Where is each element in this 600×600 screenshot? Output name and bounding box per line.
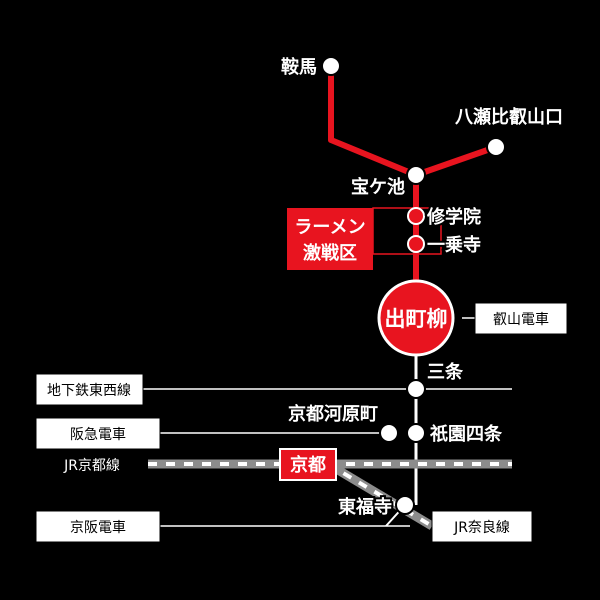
jr-kyoto-line-label: JR京都線 (63, 458, 120, 474)
takaragaike-station[interactable] (406, 165, 426, 185)
demachiyanagi-label: 出町柳 (385, 307, 448, 331)
eizan-line-box (474, 302, 568, 335)
sanjo-label: 三条 (427, 361, 464, 383)
takaragaike-label: 宝ケ池 (351, 176, 405, 198)
gion-shijo-station[interactable] (406, 423, 426, 443)
kurama-station[interactable] (321, 56, 341, 76)
demachiyanagi-station[interactable] (377, 279, 455, 357)
tozai-line-box (35, 373, 144, 406)
ramen-zone-line2: 激戦区 (303, 242, 357, 264)
ramen-zone-line1: ラーメン (294, 217, 365, 238)
keihan-line-label: 京阪電車 (70, 519, 126, 536)
yase-hieizanguchi-station[interactable] (486, 137, 506, 157)
sanjo-station[interactable] (406, 379, 426, 399)
hankyu-line-label: 阪急電車 (70, 426, 126, 443)
kyoto-station[interactable] (279, 448, 337, 481)
kurama-label: 鞍馬 (281, 56, 317, 78)
gion-shijo-label: 祇園四条 (429, 423, 503, 445)
kyoto-label: 京都 (290, 454, 326, 476)
jr-nara-line (325, 460, 435, 530)
tozai-line-label: 地下鉄東西線 (47, 383, 131, 399)
jr-nara-line-box (431, 510, 533, 543)
shugakuin-label: 修学院 (426, 206, 481, 228)
tofukuji-label: 東福寺 (338, 496, 392, 518)
eizan-line-label: 叡山電車 (493, 311, 549, 328)
tofukuji-station[interactable] (395, 495, 415, 515)
shugakuin-station[interactable] (407, 207, 425, 225)
kyoto-kawaramachi-station[interactable] (379, 423, 399, 443)
keihan-line-box (35, 510, 161, 543)
kyoto-kawaramachi-label: 京都河原町 (288, 403, 378, 425)
yase-hieizanguchi-label: 八瀬比叡山口 (455, 106, 563, 128)
jr-nara-line-label: JR奈良線 (453, 520, 510, 536)
ichijoji-station[interactable] (407, 235, 425, 253)
hankyu-line-box (35, 417, 161, 450)
ichijoji-label: 一乗寺 (427, 235, 481, 256)
ramen-zone-box (287, 208, 373, 270)
